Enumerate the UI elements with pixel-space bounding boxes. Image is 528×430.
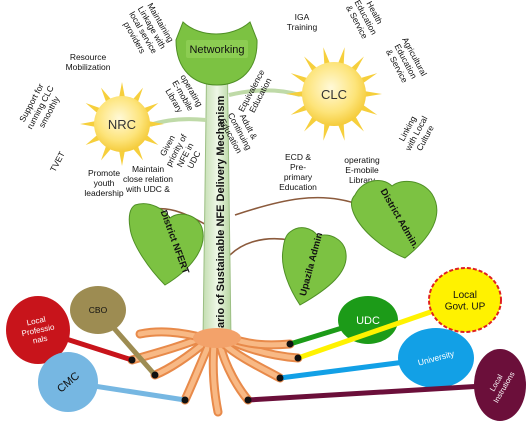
sun-ray: [337, 122, 345, 141]
balloon-cbo: CBO: [70, 286, 159, 379]
balloon-udc-label: UDC: [356, 315, 380, 327]
balloon-local-professionals-shape: [6, 296, 70, 364]
balloon-university-knot: [276, 374, 284, 382]
balloon-local-institutions: LocalInstrutions: [244, 349, 526, 421]
root-strand-highlight: [182, 339, 213, 403]
vine-middle: [229, 237, 291, 256]
sun-ray: [350, 56, 364, 73]
sun-ray: [118, 82, 126, 99]
clc-text-agri: AgriculturalEducation& Service: [383, 35, 430, 87]
balloon-local-institutions-string: [247, 382, 501, 403]
sun-ray: [363, 90, 382, 98]
clc-text-adult: Adult &ContinuingEducation: [217, 106, 263, 156]
sun-ray: [304, 56, 318, 73]
balloon-cbo-shape: [70, 286, 126, 334]
networking-label: Networking: [189, 44, 244, 56]
nrc-label: NRC: [108, 117, 136, 132]
sun-disc: [94, 96, 150, 152]
sun-disc: [302, 62, 366, 126]
nrc-sun: NRC Support forrunning CLCsmoothlyResourc…: [16, 52, 203, 198]
balloon-cmc-knot: [181, 396, 189, 404]
sun-ray: [359, 104, 378, 115]
sun-ray: [323, 47, 331, 66]
balloon-udc: UDC: [286, 296, 398, 348]
clc-text-culture: Linkingwith LocalCulture: [394, 109, 439, 157]
sun-ray: [286, 90, 305, 98]
balloon-cbo-knot: [151, 371, 159, 379]
balloon-local-professionals: LocalProfessionals: [6, 296, 136, 364]
sun-ray: [118, 149, 126, 166]
sun-ray: [337, 47, 345, 66]
nrc-text-support: Support forrunning CLCsmoothly: [16, 79, 65, 135]
leaf-upazila-admin: Upazila Admin: [281, 227, 347, 306]
sun-ray: [290, 104, 309, 115]
balloon-local-institutions-shape: [474, 349, 526, 421]
clc-text-health: HealthEducation& Service: [344, 0, 388, 41]
balloon-local-institutions-knot: [244, 396, 252, 404]
linkage-text: MaintainingLinkage withlocal serviceprov…: [118, 0, 176, 61]
sun-ray: [323, 122, 331, 141]
balloon-university: University: [276, 328, 474, 388]
clc-label: CLC: [321, 87, 347, 102]
root-base: [193, 328, 241, 348]
middle-text-linkage: MaintainingLinkage withlocal serviceprov…: [118, 0, 176, 61]
balloon-local-govt-shape: [428, 267, 502, 333]
sun-ray: [290, 73, 309, 84]
sun-ray: [147, 120, 164, 128]
balloon-local-govt-knot: [294, 354, 302, 362]
balloon-udc-knot: [286, 340, 294, 348]
sun-ray: [359, 73, 378, 84]
networking-leaf: Networking: [175, 21, 258, 86]
vine-right: [234, 196, 361, 216]
leaf-district-admin: District Admin.: [351, 180, 438, 259]
balloon-university-shape: [398, 328, 474, 388]
root-strand-highlight: [217, 342, 251, 403]
leaf-district-nfe: District NFERT: [128, 203, 204, 286]
balloon-cmc-shape: [38, 352, 98, 412]
sun-ray: [304, 115, 318, 132]
root-strand-highlight: [210, 341, 221, 415]
balloon-local-professionals-knot: [128, 356, 136, 364]
root-strand-highlight: [221, 341, 283, 381]
sun-ray: [80, 120, 97, 128]
balloon-udc-shape: [338, 296, 398, 344]
stem-title: Scenario of Sustainable NFE Delivery Mec…: [215, 95, 227, 354]
sun-ray: [350, 115, 364, 132]
balloon-cmc: CMC: [38, 352, 189, 412]
balloon-cbo-label: CBO: [89, 305, 108, 315]
nrc-text-tvet: TVET: [48, 150, 67, 174]
